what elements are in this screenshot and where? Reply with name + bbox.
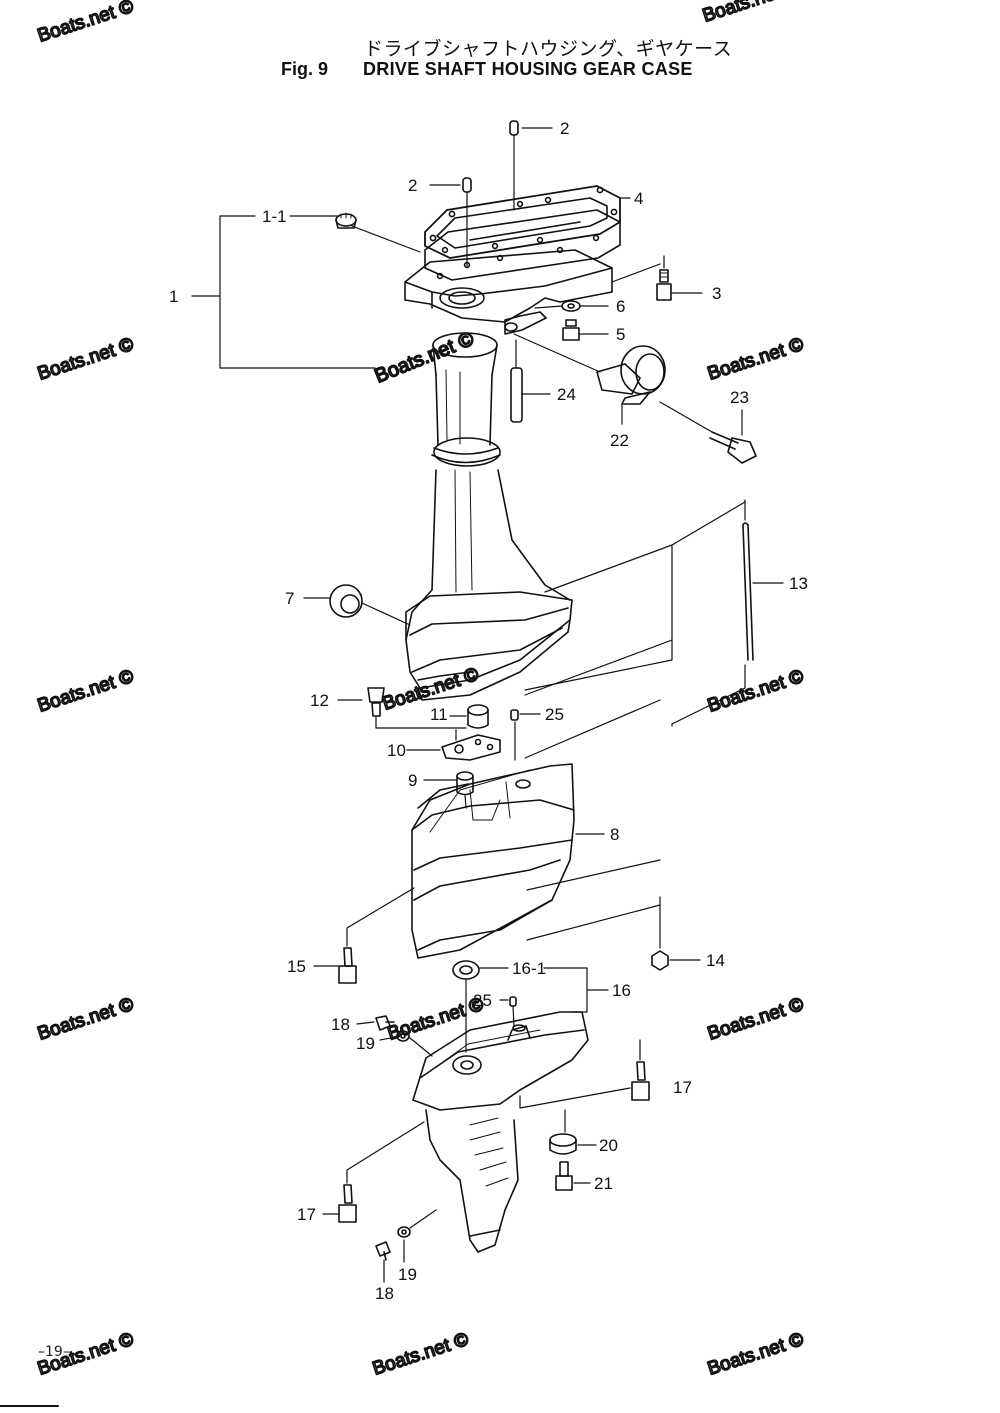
callout-21: 21: [594, 1174, 613, 1193]
watermark-text: Boats.net ©: [35, 994, 136, 1045]
bolt-17-right: [631, 1061, 650, 1101]
callout-16: 16: [612, 981, 631, 1000]
callout-9: 9: [408, 771, 417, 790]
oil-seal-16-1: [452, 960, 480, 980]
bolt-12: [367, 687, 385, 717]
bolt-23: [709, 431, 757, 464]
callout-19: 19: [356, 1034, 375, 1053]
watermark-text: Boats.net ©: [385, 994, 486, 1045]
bolt-21: [555, 1161, 573, 1191]
watermark-text: Boats.net ©: [705, 994, 806, 1045]
callout-25: 25: [545, 705, 564, 724]
pin-24: [510, 367, 523, 423]
callout-22: 22: [610, 431, 629, 450]
callout-4: 4: [634, 189, 643, 208]
callout-11: 11: [430, 705, 448, 724]
pin-25-upper: [510, 709, 519, 721]
watermark-text: Boats.net ©: [35, 334, 136, 385]
callout-6: 6: [616, 297, 625, 316]
callout-10: 10: [387, 741, 406, 760]
callout-5: 5: [616, 325, 625, 344]
callout-18: 18: [331, 1015, 350, 1034]
plate-10: [441, 734, 501, 761]
page-number: –19–: [38, 1344, 70, 1360]
watermark-text: Boats.net ©: [705, 1329, 806, 1380]
figure-number: Fig. 9: [281, 59, 329, 79]
watermark-text: Boats.net ©: [370, 1329, 471, 1380]
pin-25-lower: [509, 996, 517, 1007]
stud-13: [742, 522, 754, 661]
watermark-text: Boats.net ©: [705, 334, 806, 385]
washer-19-lower: [397, 1226, 411, 1238]
callout-1-1: 1-1: [262, 207, 287, 226]
callout-2: 2: [408, 176, 417, 195]
leader-lines: [191, 127, 784, 1283]
washer-19-upper: [396, 1030, 410, 1042]
watermark-text: Boats.net ©: [35, 0, 136, 47]
callout-7: 7: [285, 589, 294, 608]
callout-19: 19: [398, 1265, 417, 1284]
watermark-text: Boats.net ©: [372, 328, 478, 388]
watermark-text: Boats.net ©: [705, 666, 806, 717]
callout-labels: 1 1-1 2 2 4 3 6 5 24 22 23 7 13 12 11 25…: [169, 119, 808, 1303]
callout-23: 23: [730, 388, 749, 407]
grommet-7: [329, 584, 363, 618]
nut-14: [651, 950, 669, 971]
grommet-11: [467, 704, 489, 729]
callout-18: 18: [375, 1284, 394, 1303]
callout-17: 17: [297, 1205, 316, 1224]
watermark-text: Boats.net ©: [35, 666, 136, 717]
callout-1: 1: [169, 287, 178, 306]
callout-14: 14: [706, 951, 725, 970]
mounting-bolt-3: [656, 269, 672, 301]
clamp-22: [596, 345, 666, 405]
callout-12: 12: [310, 691, 329, 710]
callout-25: 25: [473, 991, 492, 1010]
watermark-text: Boats.net ©: [700, 0, 801, 27]
bolt-5: [562, 319, 580, 341]
screw-18-lower: [375, 1241, 391, 1261]
callout-3: 3: [712, 284, 721, 303]
drive-shaft-housing: [335, 120, 621, 701]
title-japanese: ドライブシャフトハウジング、ギヤケース: [364, 38, 733, 60]
callout-24: 24: [557, 385, 576, 404]
callout-13: 13: [789, 574, 808, 593]
washer-6: [561, 300, 581, 312]
gear-case-16: [412, 1011, 589, 1253]
callout-16-1: 16-1: [512, 959, 546, 978]
title-english: DRIVE SHAFT HOUSING GEAR CASE: [363, 59, 693, 79]
callout-15: 15: [287, 957, 306, 976]
extension-case-8: [411, 763, 575, 959]
callout-8: 8: [610, 825, 619, 844]
callout-20: 20: [599, 1136, 618, 1155]
callout-2: 2: [560, 119, 569, 138]
bolt-15: [338, 947, 357, 984]
watermark-layer: Boats.net © Boats.net © Boats.net © Boat…: [34, 0, 807, 1381]
bolt-17-left: [338, 1184, 357, 1223]
anode-20: [549, 1133, 577, 1155]
screw-18-upper: [375, 1015, 395, 1031]
callout-17: 17: [673, 1078, 692, 1097]
